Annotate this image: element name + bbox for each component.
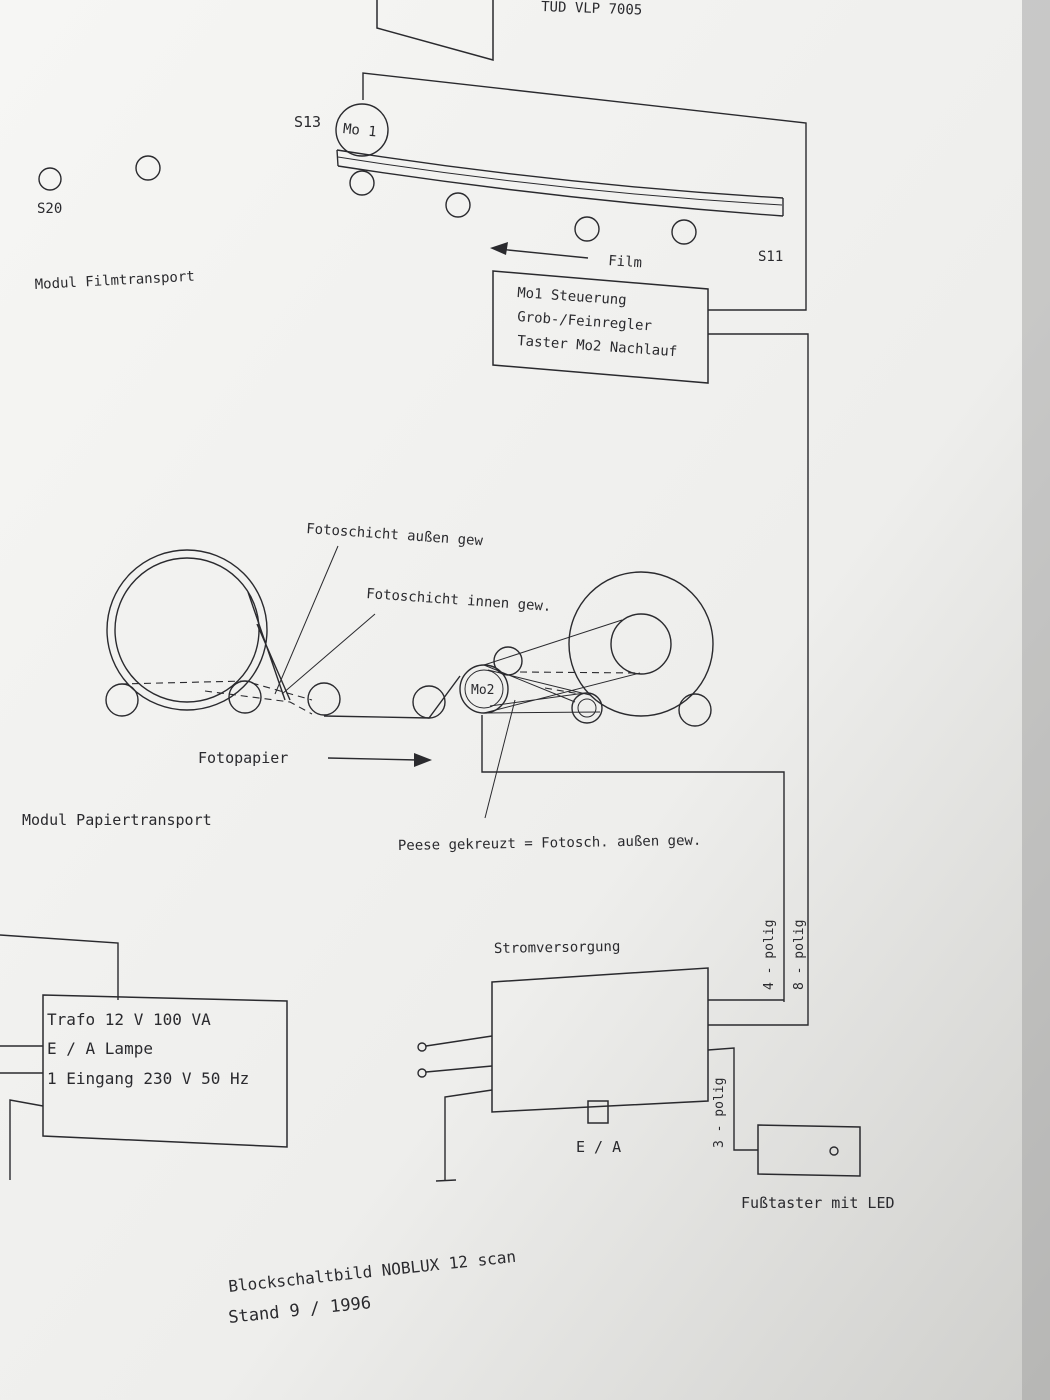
transformer-line2: E / A Lampe	[47, 1039, 153, 1058]
footswitch-module: Fußtaster mit LED	[741, 1124, 895, 1212]
connector-4pol-label: 4 - polig	[762, 920, 777, 990]
leader-coating-outside	[274, 545, 339, 695]
page-edge-shadow	[1022, 0, 1050, 1400]
ground-wire	[444, 1089, 493, 1180]
paper-path-dashed	[119, 680, 313, 715]
film-rail-bottom	[337, 165, 784, 217]
film-roller-4	[671, 219, 697, 245]
paper-supply-roll-outer	[106, 549, 268, 711]
film-rail-left-end	[336, 149, 339, 167]
film-label: Film	[608, 253, 643, 271]
terminal-1-wire	[425, 1035, 493, 1047]
belt-pulley-outer	[571, 692, 603, 724]
cable-control-to-supply	[708, 333, 809, 1026]
power-supply-title: Stromversorgung	[494, 939, 621, 957]
belt-note-label: Peese gekreuzt = Fotosch. außen gew.	[398, 833, 702, 854]
motor-mo2-label: Mo2	[471, 683, 494, 698]
switch-s11-label: S11	[758, 249, 783, 265]
footswitch-label: Fußtaster mit LED	[741, 1194, 895, 1212]
paper-label: Fotopapier	[198, 749, 288, 767]
power-switch-stub	[587, 1100, 609, 1124]
motor-mo1-circle	[335, 103, 389, 157]
switch-circle-right	[135, 155, 161, 181]
footswitch-led-icon	[829, 1146, 839, 1156]
film-roller-1	[349, 170, 375, 196]
crossed-belt	[483, 619, 641, 714]
switch-s20-label: S20	[37, 201, 62, 217]
belt-dashed-guides	[519, 671, 641, 695]
transformer-module: Trafo 12 V 100 VA E / A Lampe 1 Eingang …	[0, 934, 288, 1180]
film-roller-2	[445, 192, 471, 218]
leader-belt-note	[484, 699, 516, 819]
paper-takeup-roll-outer	[568, 571, 714, 717]
transformer-line1: Trafo 12 V 100 VA	[47, 1010, 211, 1029]
terminal-1	[417, 1042, 427, 1052]
transformer-wire-3	[9, 1099, 44, 1180]
leader-coating-inside	[281, 613, 376, 695]
belt-pulley-inner	[577, 698, 597, 718]
paper-module-title: Modul Papiertransport	[22, 811, 212, 829]
film-roller-3	[574, 216, 600, 242]
film-rail-mid	[337, 156, 783, 206]
mo1-control-box	[492, 270, 709, 384]
control-box-line1: Mo1 Steuerung	[517, 285, 627, 309]
motor-mo2-inner	[464, 669, 504, 709]
terminal-2-wire	[425, 1065, 493, 1073]
paper-roller-6	[678, 693, 712, 727]
transformer-box	[42, 994, 288, 1148]
film-direction-arrowhead	[490, 242, 508, 255]
motor-mo1-label: Mo 1	[342, 121, 377, 140]
paper-roller-3	[307, 682, 341, 716]
ground-foot	[435, 1179, 457, 1182]
paper-takeup-roll-inner	[610, 613, 672, 675]
paper-direction-arrowhead	[414, 753, 432, 767]
switch-s13-label: S13	[294, 113, 321, 131]
cable-3pol	[707, 1047, 758, 1151]
power-supply-box	[491, 967, 709, 1113]
header-fragment: TUD VLP 7005	[541, 0, 643, 19]
film-direction-line	[497, 248, 589, 259]
connector-8pol-label: 8 - polig	[792, 920, 807, 990]
cable-mo2-to-supply	[481, 715, 785, 1002]
paper-path-solid	[247, 591, 461, 719]
transformer-feed-line	[0, 934, 119, 1000]
power-switch-label: E / A	[576, 1138, 621, 1156]
switch-s20-circle	[38, 167, 62, 191]
footswitch-box	[757, 1124, 861, 1177]
connector-3pol-label: 3 - polig	[712, 1078, 727, 1148]
film-enclosure-outline	[362, 72, 807, 311]
film-rail-top	[336, 149, 784, 199]
terminal-2	[417, 1068, 427, 1078]
power-supply-module: Stromversorgung E / A 4 - polig 8 - poli…	[417, 920, 807, 1182]
paper-direction-line	[327, 757, 419, 761]
top-box-fragment	[376, 0, 494, 61]
transformer-line3: 1 Eingang 230 V 50 Hz	[47, 1069, 249, 1088]
